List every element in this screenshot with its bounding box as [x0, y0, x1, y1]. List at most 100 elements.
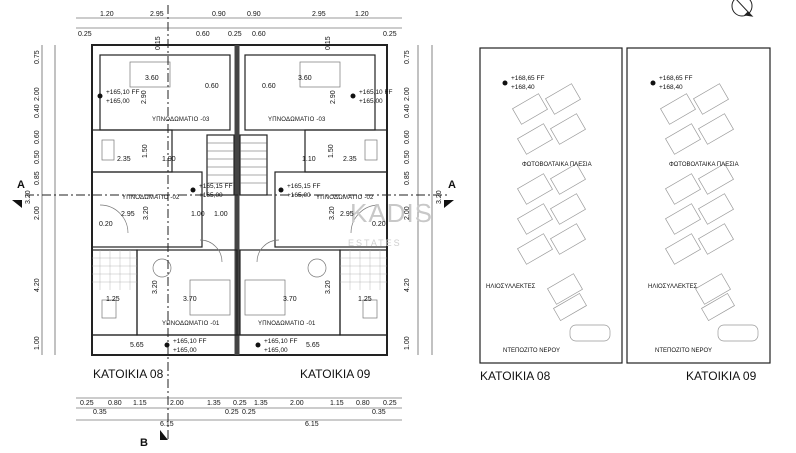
dim-text: 2.95	[340, 211, 354, 218]
dim-text: 2.00	[34, 206, 41, 220]
level-text: +168,40	[659, 84, 683, 91]
level-text: +168,40	[511, 84, 535, 91]
dim-text: 1.00	[404, 336, 411, 350]
dim-text: 0.40	[404, 104, 411, 118]
pv-label-08: ΦΩΤΟΒΟΛΤΑΙΚΑ ΠΛΕΣΙΑ	[522, 162, 592, 168]
dim-text: 2.90	[330, 90, 337, 104]
dim-text: 0.25	[242, 409, 256, 416]
dim-text: 0.20	[99, 221, 113, 228]
roof-plan-09	[626, 47, 771, 364]
dim-text: 6.15	[305, 421, 319, 428]
dim-text: 2.35	[343, 156, 357, 163]
dim-text: 0.75	[404, 50, 411, 64]
pv-panel-array-09	[660, 83, 759, 342]
dim-text: 2.95	[150, 11, 164, 18]
dim-text: 0.25	[80, 400, 94, 407]
level-text: +165,10 FF	[173, 338, 206, 345]
dim-text: 2.95	[312, 11, 326, 18]
level-text: +165,15 FF	[287, 183, 320, 190]
level-markers	[97, 80, 656, 348]
level-text: +165,10 FF	[264, 338, 297, 345]
dim-text: 5.65	[130, 342, 144, 349]
level-text: +165,00	[264, 347, 288, 354]
solar-label-09: ΗΛΙΟΣΥΛΛΕΚΤΕΣ	[648, 284, 698, 290]
dim-text: 0.15	[325, 36, 332, 50]
dim-text: 1.00	[214, 211, 228, 218]
level-text: +165,00	[359, 98, 383, 105]
dim-text: 0.25	[78, 31, 92, 38]
dim-text: 0.50	[404, 150, 411, 164]
dim-text: 1.20	[355, 11, 369, 18]
dim-text: 3.60	[298, 75, 312, 82]
furniture	[99, 61, 380, 319]
dim-text: 0.60	[404, 130, 411, 144]
dim-text: 0.25	[228, 31, 242, 38]
dim-text: 0.35	[372, 409, 386, 416]
north-arrow-icon	[731, 0, 754, 17]
dim-text: 1.25	[106, 296, 120, 303]
dim-text: 1.15	[133, 400, 147, 407]
dim-text: 2.35	[117, 156, 131, 163]
dim-text: 0.60	[252, 31, 266, 38]
dim-text: 2.00	[34, 87, 41, 101]
dim-text: 3.20	[436, 190, 443, 204]
watermark-logo: KADIS	[350, 198, 433, 228]
solar-label-08: ΗΛΙΟΣΥΛΛΕΚΤΕΣ	[486, 284, 536, 290]
caption-house-08-roof: ΚΑΤΟΙΚΙΑ 08	[480, 369, 551, 383]
right-dims: 0.75 2.00 0.40 0.60 0.50 0.85 2.00 4.20 …	[404, 50, 443, 350]
dim-text: 1.10	[302, 156, 316, 163]
dim-text: 1.00	[34, 336, 41, 350]
dim-text: 0.25	[383, 400, 397, 407]
level-text: +165,00	[106, 98, 130, 105]
dim-text: 1.20	[100, 11, 114, 18]
dim-text: 0.80	[108, 400, 122, 407]
dim-text: 1.00	[191, 211, 205, 218]
level-text: +168,65 FF	[511, 75, 544, 82]
dim-text: 0.35	[93, 409, 107, 416]
dim-text: 0.50	[34, 150, 41, 164]
dim-text: 0.25	[383, 31, 397, 38]
watermark-sub: ESTATES	[348, 238, 402, 248]
dim-text: 0.85	[404, 171, 411, 185]
dim-text: 1.90	[162, 156, 176, 163]
dim-text: 2.00	[290, 400, 304, 407]
dim-text: 0.25	[233, 400, 247, 407]
level-text: +168,65 FF	[659, 75, 692, 82]
dim-text: 4.20	[34, 278, 41, 292]
dimension-lines	[41, 17, 433, 421]
section-cut-lines	[25, 5, 450, 440]
caption-house-08-plan: ΚΑΤΟΙΚΙΑ 08	[93, 367, 164, 381]
dim-text: 2.00	[170, 400, 184, 407]
level-text: +165,15 FF	[199, 183, 232, 190]
dim-text: 0.40	[34, 104, 41, 118]
dim-text: 3.20	[25, 190, 32, 204]
section-mark-a-right: A	[448, 179, 456, 191]
level-text: +165,10 FF	[106, 89, 139, 96]
section-arrows	[12, 200, 454, 440]
dim-text: 0.90	[212, 11, 226, 18]
level-text: +165,00	[173, 347, 197, 354]
tank-label-08: ΝΤΕΠΟΖΙΤΟ ΝΕΡΟΥ	[503, 348, 560, 354]
dim-text: 0.60	[262, 83, 276, 90]
dim-text: 2.00	[404, 87, 411, 101]
dim-text: 0.25	[225, 409, 239, 416]
roof-plan-08	[479, 47, 623, 364]
dim-text: 3.20	[152, 280, 159, 294]
caption-house-09-plan: ΚΑΤΟΙΚΙΑ 09	[300, 367, 371, 381]
room-label: ΥΠΝΟΔΩΜΑΤΙΟ -03	[268, 117, 326, 123]
tile-hatching	[92, 250, 387, 290]
dim-text: 1.35	[207, 400, 221, 407]
dim-text: 2.90	[141, 90, 148, 104]
inner-dims: 3.60 3.60 0.60 0.60 2.90 2.90 2.35 1.50 …	[99, 36, 386, 349]
dim-text: 0.60	[205, 83, 219, 90]
pv-panel-array-08	[512, 83, 611, 342]
dim-text: 3.20	[329, 206, 336, 220]
level-text: +165,00	[199, 192, 223, 199]
dim-text: 3.20	[143, 206, 150, 220]
room-label: ΥΠΝΟΔΩΜΑΤΙΟ -03	[152, 117, 210, 123]
caption-house-09-roof: ΚΑΤΟΙΚΙΑ 09	[686, 369, 757, 383]
room-label: ΥΠΝΟΔΩΜΑΤΙΟ -02	[316, 195, 374, 201]
room-label: ΥΠΝΟΔΩΜΑΤΙΟ -02	[122, 195, 180, 201]
